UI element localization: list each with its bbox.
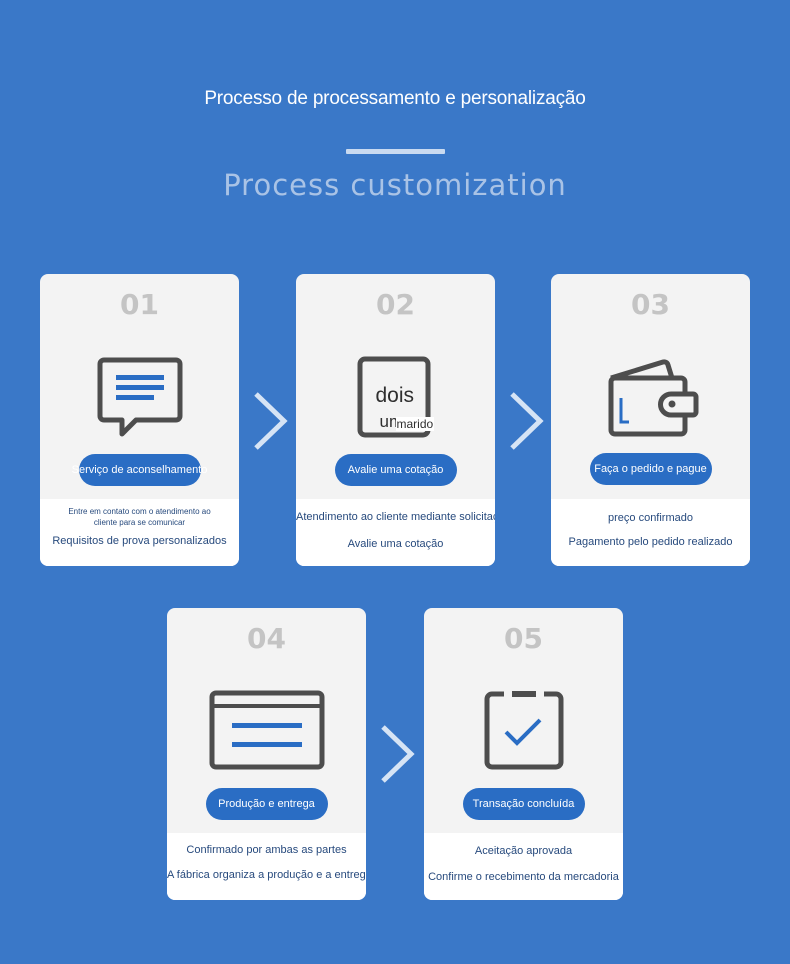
step-description-line-2: A fábrica organiza a produção e a entreg… (167, 869, 366, 881)
step-card-05: 05 Transação concluída Aceitação aprovad… (424, 608, 623, 900)
wallet-icon (601, 356, 701, 445)
card-footer (296, 499, 495, 566)
document-icon-text-1: dois (375, 384, 415, 408)
step-label-button[interactable]: Transação concluída (462, 788, 585, 820)
card-footer (167, 833, 366, 900)
step-description-line-2: Avalie uma cotação (347, 538, 444, 550)
browser-window-icon (209, 690, 325, 775)
step-number: 01 (120, 288, 159, 321)
step-description-line-1: Aceitação aprovada (474, 845, 573, 857)
chevron-right-icon (508, 390, 544, 457)
step-label-button[interactable]: Produção e entrega (205, 788, 328, 820)
step-card-03: 03 Faça o pedido e pague preço confirmad… (551, 274, 750, 566)
step-number: 03 (631, 288, 670, 321)
card-footer (551, 499, 750, 566)
clipboard-check-icon (482, 690, 566, 777)
step-description-line-2: Requisitos de prova personalizados (52, 535, 227, 547)
step-description-line-1: Entre em contato com o atendimento ao cl… (68, 507, 211, 527)
step-description-line-1: Atendimento ao cliente mediante solicita… (296, 511, 495, 523)
document-icon-text-3: marido (395, 417, 435, 431)
page-subtitle: Process customization (223, 168, 567, 202)
title-divider (346, 149, 445, 154)
document-icon: dois um marido (346, 356, 446, 440)
step-description-line-2: Confirme o recebimento da mercadoria (428, 871, 619, 883)
step-label-button[interactable]: Avalie uma cotação (334, 454, 457, 486)
step-description-line-1: preço confirmado (608, 512, 693, 524)
step-description-line-2: Pagamento pelo pedido realizado (568, 536, 733, 548)
card-footer (40, 499, 239, 566)
chevron-right-icon (379, 723, 415, 790)
page-title: Processo de processamento e personalizaç… (204, 88, 586, 109)
step-number: 02 (376, 288, 415, 321)
step-card-02: 02 dois um marido Avalie uma cotação Ate… (296, 274, 495, 566)
step-number: 04 (247, 622, 286, 655)
step-label-button[interactable]: Serviço de aconselhamento (72, 454, 207, 486)
step-card-04: 04 Produção e entrega Confirmado por amb… (167, 608, 366, 900)
step-description-line-1: Confirmado por ambas as partes (186, 844, 347, 856)
chat-bubble-icon (96, 356, 184, 443)
step-label-button[interactable]: Faça o pedido e pague (589, 453, 712, 485)
step-card-01: 01 Serviço de aconselhamento Entre em co… (40, 274, 239, 566)
card-footer (424, 833, 623, 900)
step-number: 05 (504, 622, 543, 655)
chevron-right-icon (252, 390, 288, 457)
